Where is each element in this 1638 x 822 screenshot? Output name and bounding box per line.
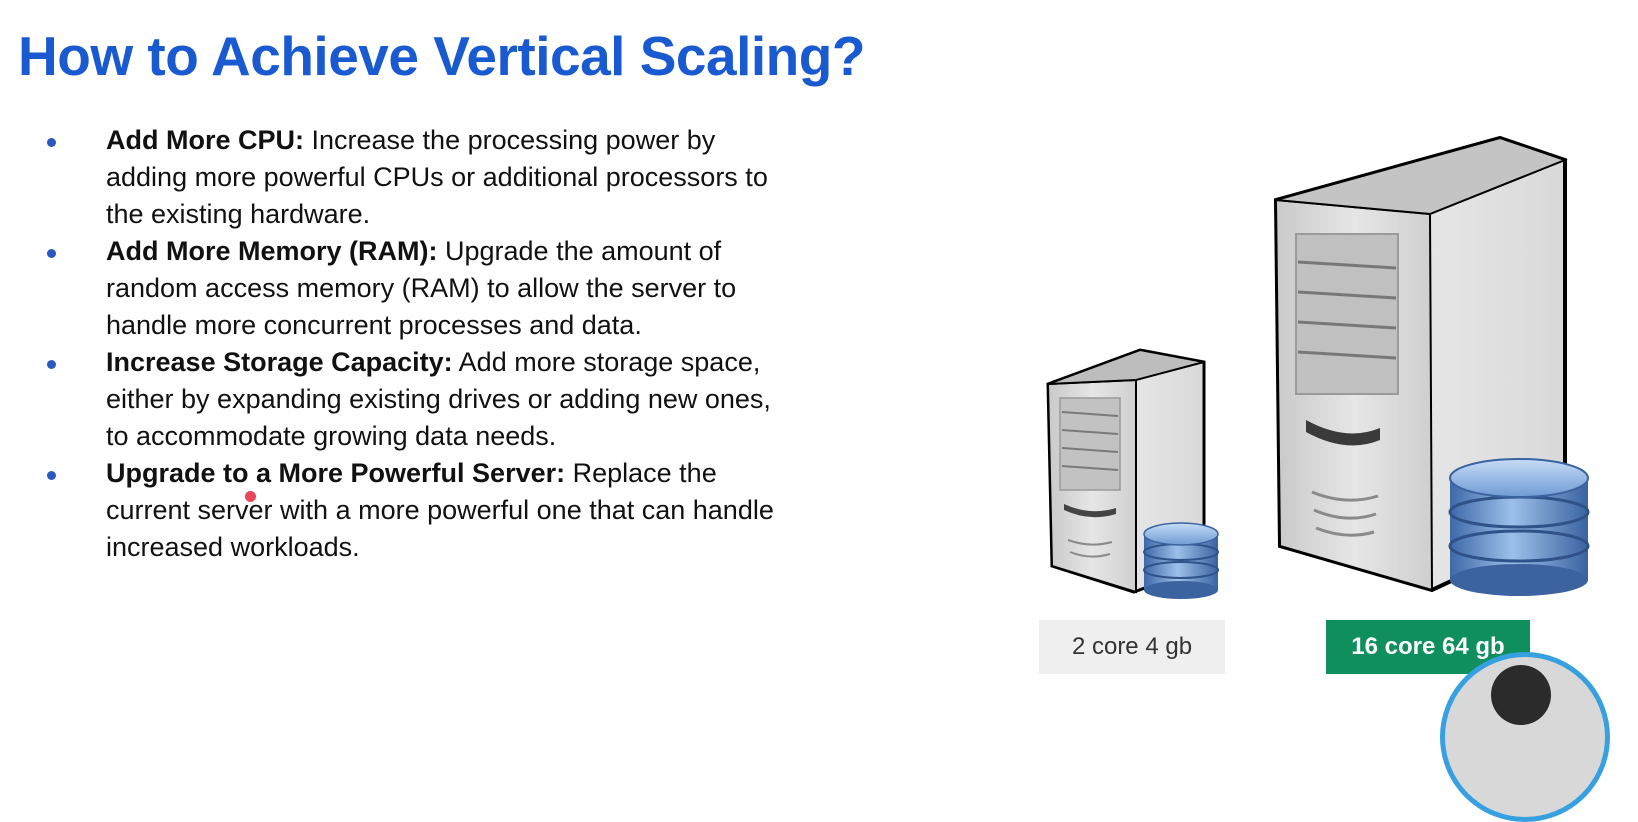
bullet-term: Increase Storage Capacity: xyxy=(106,347,453,377)
bullet-item: Upgrade to a More Powerful Server: Repla… xyxy=(46,455,786,566)
bullet-text: Upgrade the amount of random access memo… xyxy=(106,236,737,340)
bullet-text: Replace the current server with a more p… xyxy=(106,458,774,562)
bullet-dot xyxy=(47,249,56,258)
presenter-head-icon xyxy=(1491,665,1551,725)
bullet-item: Add More CPU: Increase the processing po… xyxy=(46,122,786,233)
bullet-list: Add More CPU: Increase the processing po… xyxy=(46,122,786,566)
bullet-term: Upgrade to a More Powerful Server: xyxy=(106,458,566,488)
bullet-item: Add More Memory (RAM): Upgrade the amoun… xyxy=(46,233,786,344)
bullet-item: Increase Storage Capacity: Add more stor… xyxy=(46,344,786,455)
bullet-dot xyxy=(47,360,56,369)
bullet-dot xyxy=(47,138,56,147)
bullet-text: Increase the processing power by adding … xyxy=(106,125,768,229)
presenter-avatar xyxy=(1440,652,1610,822)
bullet-dot xyxy=(47,471,56,480)
small-server-label: 2 core 4 gb xyxy=(1039,620,1225,674)
large-database-icon xyxy=(1448,458,1590,596)
server-illustration xyxy=(1046,135,1590,599)
bullet-term: Add More Memory (RAM): xyxy=(106,236,438,266)
small-database-icon xyxy=(1143,522,1219,599)
bullet-text: Add more storage space, either by expand… xyxy=(106,347,771,451)
pointer-cursor xyxy=(245,491,256,502)
bullet-term: Add More CPU: xyxy=(106,125,304,155)
slide-title: How to Achieve Vertical Scaling? xyxy=(18,25,865,87)
